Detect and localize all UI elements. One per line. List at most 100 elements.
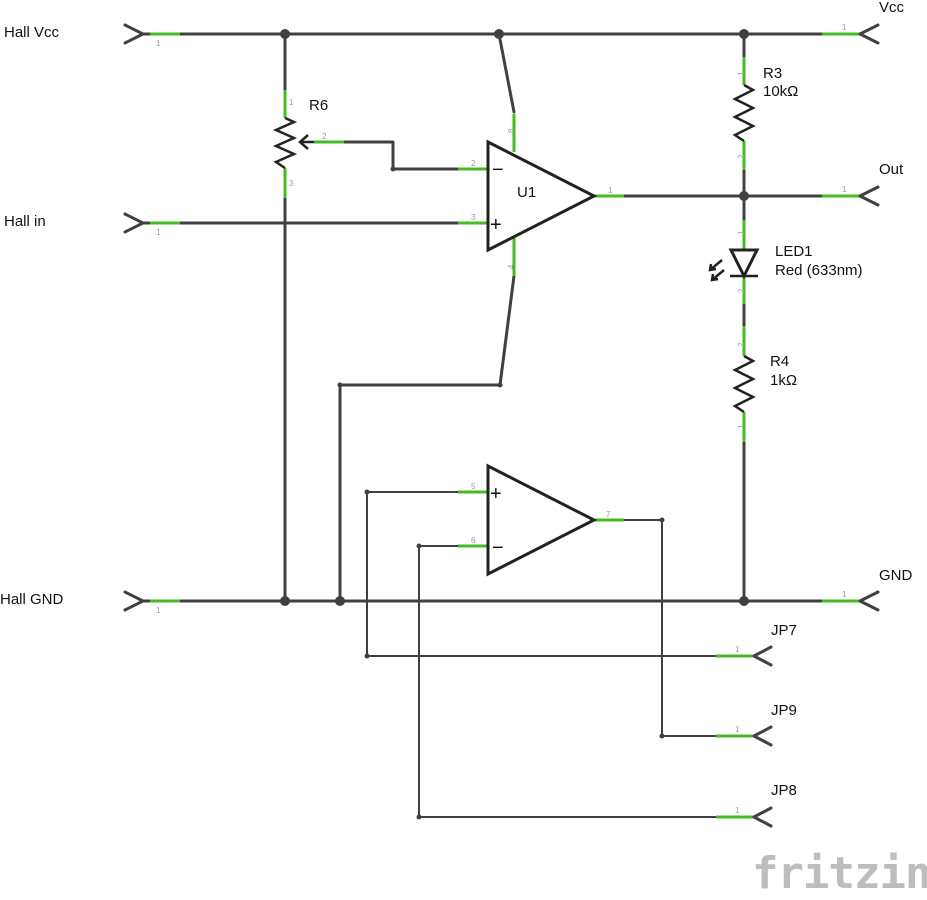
pin-number: 2 <box>737 288 746 293</box>
bend-u1-pin4 <box>497 382 503 388</box>
label-jp9: JP9 <box>771 702 797 719</box>
label-vcc: Vcc <box>879 0 905 16</box>
pin-number: 2 <box>737 342 746 347</box>
pin-number: 3 <box>471 213 476 222</box>
bend-pin6-b <box>416 814 422 820</box>
label-hall-in: Hall in <box>4 213 46 230</box>
opamp-u2[interactable]: + − 5 6 7 <box>458 463 624 577</box>
connector-arrow-icon <box>752 806 773 828</box>
opamp-triangle-icon <box>486 463 598 577</box>
light-emission-icon <box>708 259 725 282</box>
connector-jp9[interactable]: 1 JP9 <box>716 702 797 747</box>
pin-number: 3 <box>289 179 294 188</box>
pin-number: 1 <box>737 230 746 235</box>
wire-u1-pin4 <box>338 274 516 603</box>
led-led1[interactable]: 1 2 LED1 Red (633nm) <box>708 220 863 304</box>
connector-arrow-icon <box>752 645 773 667</box>
pin-number: 8 <box>507 128 516 133</box>
label-gnd: GND <box>879 567 913 584</box>
label-r3: R3 <box>763 65 782 82</box>
diode-triangle-icon <box>728 248 760 280</box>
connector-hall-vcc[interactable]: 1 Hall Vcc <box>4 23 180 48</box>
pin-number: 1 <box>156 606 161 615</box>
junction-gnd-r4 <box>739 596 749 606</box>
resistor-r4[interactable]: 2 1 R4 1kΩ <box>732 326 797 442</box>
connector-out[interactable]: 1 Out <box>822 161 904 207</box>
wires <box>176 32 827 818</box>
junction-vcc-r6 <box>280 29 290 39</box>
emission-ray <box>709 259 723 271</box>
connector-hall-gnd[interactable]: 1 Hall GND <box>0 590 180 615</box>
label-jp8: JP8 <box>771 782 797 799</box>
label-hall-gnd: Hall GND <box>0 591 64 608</box>
connector-jp7[interactable]: 1 JP7 <box>716 622 797 667</box>
junction-vcc-r3 <box>739 29 749 39</box>
bend-pin7-b <box>659 733 665 739</box>
bend-u1-pin4-b <box>337 382 343 388</box>
pin-number: 5 <box>471 482 476 491</box>
pin-number: 1 <box>842 185 847 194</box>
label-r4: R4 <box>770 353 789 370</box>
emission-head <box>710 273 719 282</box>
opamp-u1[interactable]: − + U1 8 4 2 3 1 <box>458 114 624 276</box>
fritzing-watermark: fritzing <box>752 848 927 899</box>
bend-pin7 <box>659 517 665 523</box>
connector-gnd[interactable]: 1 GND <box>822 567 913 612</box>
pin-number: 2 <box>471 159 476 168</box>
wire-r6-wiper <box>340 140 462 171</box>
resistor-icon <box>732 354 756 414</box>
connector-arrow-icon <box>752 725 773 747</box>
value-r3: 10kΩ <box>763 83 798 100</box>
pin-number: 1 <box>156 39 161 48</box>
label-led1: LED1 <box>775 243 813 260</box>
potentiometer-icon <box>272 116 298 170</box>
value-led1: Red (633nm) <box>775 262 863 279</box>
label-jp7: JP7 <box>771 622 797 639</box>
connector-hall-in[interactable]: 1 Hall in <box>4 212 180 237</box>
plus-sign: + <box>490 214 502 236</box>
wire-pin5-jp7 <box>366 491 718 657</box>
minus-sign: − <box>492 159 504 181</box>
junction-gnd-r6 <box>280 596 290 606</box>
pin-number: 2 <box>737 154 746 159</box>
wire-u1-pin8 <box>497 32 516 114</box>
emission-head <box>708 263 717 272</box>
potentiometer-r6[interactable]: 1 2 3 R6 <box>272 90 344 198</box>
pin-number: 1 <box>735 725 740 734</box>
pin-number: 7 <box>606 510 611 519</box>
pin-number: 1 <box>735 806 740 815</box>
connector-vcc[interactable]: 1 Vcc <box>822 0 905 45</box>
bend-pin6 <box>416 543 422 549</box>
junctions <box>280 29 749 820</box>
junction-out <box>739 191 749 201</box>
pin-number: 1 <box>737 71 746 76</box>
pin-number: 1 <box>735 645 740 654</box>
pin-number: 1 <box>608 186 613 195</box>
label-hall-vcc: Hall Vcc <box>4 24 60 41</box>
bend-r6-wiper <box>390 166 396 172</box>
connector-jp8[interactable]: 1 JP8 <box>716 782 797 828</box>
minus-sign: − <box>492 537 504 559</box>
connector-arrow-icon <box>123 23 145 45</box>
junction-vcc-u1 <box>494 29 504 39</box>
connector-arrow-icon <box>858 23 880 45</box>
pin-number: 1 <box>842 590 847 599</box>
pin-number: 6 <box>471 536 476 545</box>
connector-arrow-icon <box>123 590 145 612</box>
label-r6: R6 <box>309 97 328 114</box>
resistor-icon <box>732 83 756 143</box>
opamp-triangle-icon <box>486 139 598 253</box>
emission-ray <box>711 269 725 281</box>
connector-arrow-icon <box>123 212 145 234</box>
value-r4: 1kΩ <box>770 372 797 389</box>
pin-number: 1 <box>842 23 847 32</box>
bend-pin5 <box>364 489 370 495</box>
resistor-r3[interactable]: 1 2 R3 10kΩ <box>732 57 798 170</box>
bend-pin5-b <box>364 653 370 659</box>
wire-pin6-jp8 <box>418 545 718 818</box>
connector-arrow-icon <box>858 185 880 207</box>
pin-number: 4 <box>507 264 516 269</box>
label-u1: U1 <box>517 184 536 201</box>
wire-pin7-jp9 <box>622 519 718 737</box>
